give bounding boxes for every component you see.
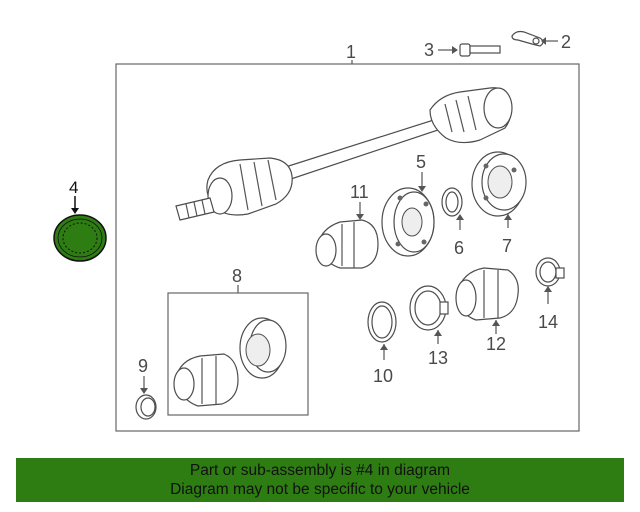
cv-boot-11 — [315, 219, 379, 269]
banner-line-1: Part or sub-assembly is #4 in diagram — [189, 462, 451, 479]
callout-2: 2 — [561, 32, 571, 52]
ring-9 — [135, 394, 157, 420]
cv-boot-12 — [455, 267, 519, 321]
clamp-14 — [535, 257, 565, 287]
ring-10 — [367, 301, 397, 343]
callout-13: 13 — [428, 348, 448, 368]
callout-14: 14 — [538, 312, 558, 332]
callout-1: 1 — [346, 42, 356, 62]
callout-5: 5 — [416, 152, 426, 172]
cv-joint-8 — [173, 317, 287, 407]
callout-7: 7 — [502, 236, 512, 256]
callout-3: 3 — [424, 40, 434, 60]
bolt — [459, 43, 501, 57]
clamp-13 — [409, 285, 449, 331]
banner-line-2: Diagram may not be specific to your vehi… — [170, 481, 470, 498]
callout-6: 6 — [454, 238, 464, 258]
callout-11: 11 — [350, 182, 369, 202]
callout-10: 10 — [373, 366, 393, 386]
snap-ring-6 — [441, 187, 463, 217]
info-banner: Part or sub-assembly is #4 in diagram Di… — [16, 458, 624, 502]
highlighted-part-4[interactable] — [53, 214, 107, 262]
sub-assembly-box-8 — [167, 292, 309, 416]
housing-7 — [471, 151, 527, 217]
axle-shaft — [175, 87, 513, 221]
main-assembly-frame — [115, 63, 580, 432]
callout-4: 4 — [69, 178, 78, 197]
flange-5 — [381, 187, 435, 257]
bracket — [511, 30, 544, 47]
callout-12: 12 — [486, 334, 506, 354]
callout-9: 9 — [138, 356, 148, 376]
callout-8: 8 — [232, 266, 242, 286]
